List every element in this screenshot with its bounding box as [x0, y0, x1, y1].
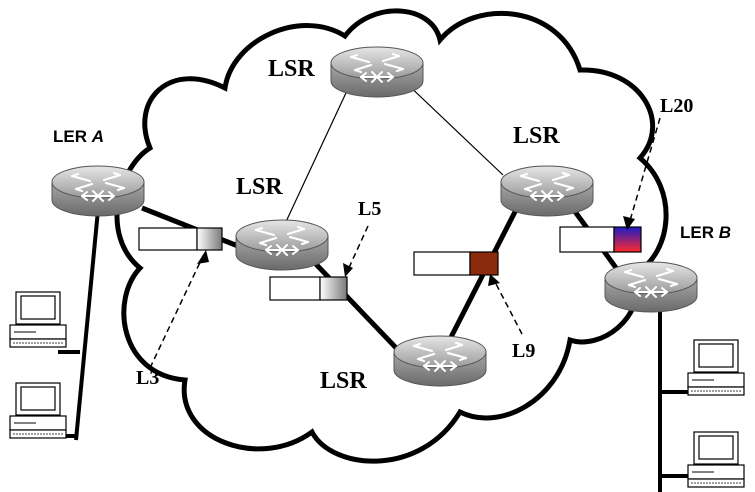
- computer-icon: [9, 291, 67, 348]
- l20-pointer: [628, 117, 661, 225]
- router-icon: [234, 218, 330, 272]
- link-lsr-top-left: [283, 79, 353, 227]
- link-lsr-left-bottom: [310, 258, 402, 354]
- l5-arrowhead: [343, 263, 353, 277]
- packet-l3: [138, 227, 223, 251]
- l3-pointer: [149, 255, 204, 369]
- link-lsr-top-right: [402, 79, 504, 176]
- lsr-right-label: LSR: [513, 123, 560, 149]
- ler-a-label: LER A: [53, 127, 104, 146]
- label-l20: L20: [660, 95, 693, 117]
- lsr-bottom-label: LSR: [320, 368, 367, 394]
- lsr-top-label: LSR: [268, 56, 315, 82]
- lan-a-bus: [74, 209, 100, 441]
- packet-l5: [269, 276, 348, 301]
- packet-l9: [413, 251, 499, 276]
- l9-arrowhead: [488, 274, 500, 286]
- label-l3: L3: [136, 367, 159, 389]
- router-icon: [50, 164, 146, 218]
- packet-l20: [559, 226, 642, 253]
- l3-arrowhead: [197, 250, 209, 264]
- l5-pointer: [346, 225, 369, 273]
- router-icon: [499, 164, 595, 218]
- l9-pointer: [493, 279, 523, 335]
- router-icon: [329, 45, 425, 99]
- computer-icon: [9, 382, 67, 439]
- router-icon: [392, 334, 488, 388]
- l20-arrowhead: [623, 216, 635, 230]
- ler-b-label: LER B: [680, 223, 731, 242]
- router-icon: [603, 260, 699, 314]
- computer-icon: [687, 339, 745, 396]
- label-l9: L9: [512, 340, 535, 362]
- lsr-left-label: LSR: [236, 174, 283, 200]
- computer-icon: [687, 431, 745, 488]
- label-l5: L5: [358, 198, 381, 220]
